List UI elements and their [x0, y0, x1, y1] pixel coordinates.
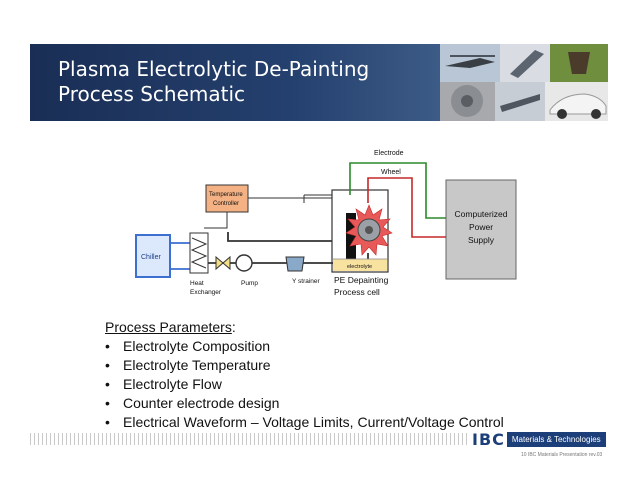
slide-title: Plasma Electrolytic De-Painting Process …	[58, 57, 369, 107]
list-item: Electrolyte Flow	[105, 375, 504, 394]
list-item: Electrolyte Composition	[105, 337, 504, 356]
list-item: Counter electrode design	[105, 394, 504, 413]
y-strainer	[285, 256, 305, 272]
label-wheel: Wheel	[381, 169, 401, 176]
industry-photo-collage	[440, 44, 608, 121]
logo-text: Materials & Technologies	[506, 431, 606, 447]
label-pump: Pump	[241, 280, 258, 287]
label-heat-exchanger-1: Heat	[190, 280, 204, 287]
label-heat-exchanger-2: Exchanger	[190, 289, 222, 296]
params-heading: Process Parameters	[105, 319, 232, 335]
company-logo: IBC Materials & Technologies	[472, 429, 606, 449]
process-schematic: Electrode Wheel Temperature Controller C…	[135, 150, 517, 297]
list-item: Electrical Waveform – Voltage Limits, Cu…	[105, 413, 504, 432]
label-process-cell-1: PE Depainting	[334, 275, 389, 285]
label-electrolyte: electrolyte	[347, 264, 372, 270]
valve	[215, 255, 231, 271]
logo-mark: IBC	[472, 429, 505, 449]
footer-stripe-band	[30, 433, 470, 445]
label-chiller: Chiller	[141, 254, 162, 261]
temperature-controller	[205, 184, 249, 213]
electrode-wire	[349, 162, 446, 219]
slide-title-line-1: Plasma Electrolytic De-Painting	[58, 57, 370, 81]
label-power-supply-3: Supply	[468, 235, 495, 245]
process-parameters: Process Parameters: Electrolyte Composit…	[105, 318, 504, 432]
label-power-supply-2: Power	[469, 222, 493, 232]
label-temperature-controller-1: Temperature	[209, 192, 243, 198]
label-process-cell-2: Process cell	[334, 287, 380, 297]
label-temperature-controller-2: Controller	[213, 201, 239, 207]
chiller	[135, 234, 171, 278]
params-list: Electrolyte Composition Electrolyte Temp…	[105, 337, 504, 432]
slide-title-line-2: Process Schematic	[58, 82, 246, 106]
params-heading-colon: :	[231, 319, 236, 335]
pump	[235, 254, 253, 272]
list-item: Electrolyte Temperature	[105, 356, 504, 375]
label-electrode: Electrode	[374, 150, 404, 157]
footnote: 10 IBC Materials Presentation rev.03	[521, 452, 603, 458]
title-banner: Plasma Electrolytic De-Painting Process …	[30, 44, 608, 121]
electrode-plate	[346, 213, 356, 261]
power-supply-box	[445, 179, 517, 280]
label-y-strainer: Y strainer	[292, 278, 321, 285]
label-power-supply-1: Computerized	[455, 209, 508, 219]
wheel-wire	[367, 177, 446, 238]
